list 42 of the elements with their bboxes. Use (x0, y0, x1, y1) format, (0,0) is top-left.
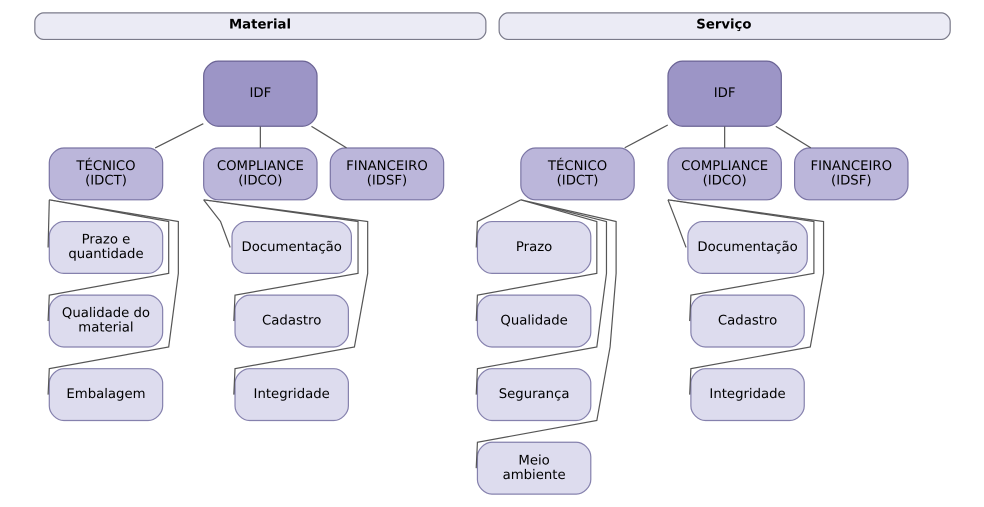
connector (667, 199, 824, 395)
node-box: Embalagem (48, 368, 163, 422)
node-box: Segurança (476, 368, 591, 422)
node-box: Integridade (690, 368, 804, 422)
node-box: FINANCEIRO (IDSF) (794, 147, 908, 200)
node-box: TÉCNICO (IDCT) (520, 147, 634, 200)
connector (203, 199, 358, 322)
connector (724, 126, 725, 148)
connector (46, 200, 50, 248)
node-box: Material (34, 12, 486, 40)
node-box: Qualidade do material (48, 294, 163, 348)
connector (259, 126, 260, 148)
connector (203, 199, 368, 395)
node-box: Prazo (476, 220, 591, 274)
node-box: COMPLIANCE (IDCO) (202, 147, 318, 200)
connector (46, 199, 169, 322)
connector (475, 199, 607, 395)
node-box: FINANCEIRO (IDSF) (329, 147, 444, 200)
node-box: Meio ambiente (476, 442, 591, 495)
connector (624, 124, 668, 148)
connector (667, 199, 814, 322)
connector (475, 199, 597, 322)
connector (774, 126, 811, 148)
connector (46, 199, 178, 395)
connector (202, 199, 230, 248)
node-box: Documentação (686, 220, 808, 274)
connector (475, 199, 616, 468)
connector (154, 123, 204, 148)
node-box: TÉCNICO (IDCT) (48, 147, 163, 200)
node-box: Integridade (234, 368, 348, 422)
node-box: IDF (202, 60, 318, 127)
node-box: Cadastro (690, 294, 804, 348)
node-box: COMPLIANCE (IDCO) (666, 147, 782, 200)
node-box: Prazo e quantidade (48, 220, 163, 274)
node-box: IDF (666, 60, 782, 127)
node-box: Qualidade (476, 294, 591, 348)
node-box: Serviço (498, 12, 950, 40)
connector (310, 126, 346, 148)
node-box: Documentação (230, 220, 352, 274)
node-box: Cadastro (234, 294, 348, 348)
connector (475, 199, 521, 248)
connector (666, 200, 686, 248)
